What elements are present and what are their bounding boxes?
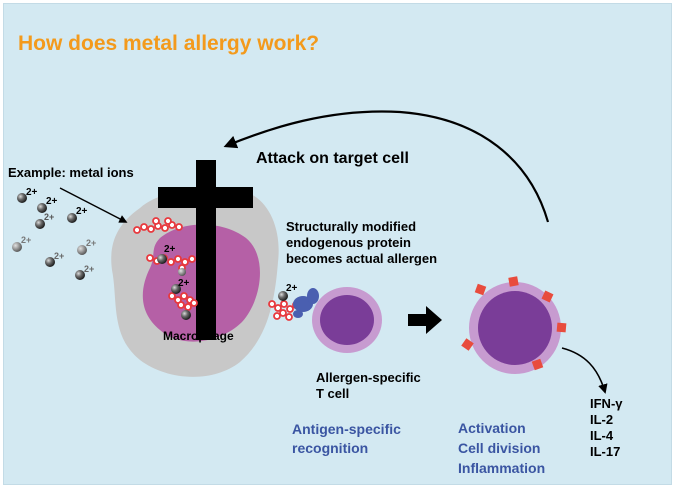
metal-ion-arrow xyxy=(59,187,128,223)
cytokine-list: IFN-γ IL-2 IL-4 IL-17 xyxy=(590,396,623,460)
activated-t-cell xyxy=(461,276,567,374)
recognition-label: Antigen-specific recognition xyxy=(292,420,401,458)
charge-label: 2+ xyxy=(44,212,55,222)
charge-label: 2+ xyxy=(178,278,190,289)
recognition-line-2: recognition xyxy=(292,440,369,456)
activation-label: Activation Cell division Inflammation xyxy=(458,418,545,478)
recognition-line-1: Antigen-specific xyxy=(292,421,401,437)
page-title: How does metal allergy work? xyxy=(18,32,320,55)
activation-line-1: Activation xyxy=(458,420,526,436)
cytokine-il-17: IL-17 xyxy=(590,444,621,459)
charge-label: 2+ xyxy=(76,206,88,217)
protein-chains xyxy=(133,217,300,321)
charge-label: 2+ xyxy=(286,283,298,294)
metal-ions-label: Example: metal ions xyxy=(8,165,134,180)
t-cell-label: Allergen-specific T cell xyxy=(316,370,421,402)
modified-protein-line-1: Structurally modified xyxy=(286,219,417,234)
attack-feedback-arrow xyxy=(223,110,550,223)
modified-protein-line-2: endogenous protein xyxy=(286,235,411,250)
metal-ions xyxy=(12,193,288,320)
modified-protein-line-3: becomes actual allergen xyxy=(286,251,438,266)
activation-line-2: Cell division xyxy=(458,440,541,456)
t-cell-label-line-2: T cell xyxy=(316,386,350,401)
t-cell-label-line-1: Allergen-specific xyxy=(316,370,421,385)
cross-horizontal-bar xyxy=(158,187,253,208)
charge-label: 2+ xyxy=(86,238,97,248)
activation-line-3: Inflammation xyxy=(458,460,546,476)
modified-protein-label: Structurally modified endogenous protein… xyxy=(286,219,437,267)
charge-label: 2+ xyxy=(54,251,65,261)
macrophage-label: Macrophage xyxy=(163,329,234,343)
charge-label: 2+ xyxy=(46,196,58,207)
charge-label: 2+ xyxy=(26,187,38,198)
t-cell xyxy=(312,287,382,353)
activation-block-arrow xyxy=(408,306,442,334)
attack-label: Attack on target cell xyxy=(256,150,409,167)
charge-label: 2+ xyxy=(164,244,176,255)
cytokine-ifn-gamma: IFN-γ xyxy=(590,396,623,411)
t-cell-receptor xyxy=(293,288,319,318)
charge-label: 2+ xyxy=(21,235,32,245)
cytokine-il-2: IL-2 xyxy=(590,412,614,427)
charge-label: 2+ xyxy=(84,264,95,274)
cytokine-arrow xyxy=(561,347,608,394)
cytokine-il-4: IL-4 xyxy=(590,428,614,443)
